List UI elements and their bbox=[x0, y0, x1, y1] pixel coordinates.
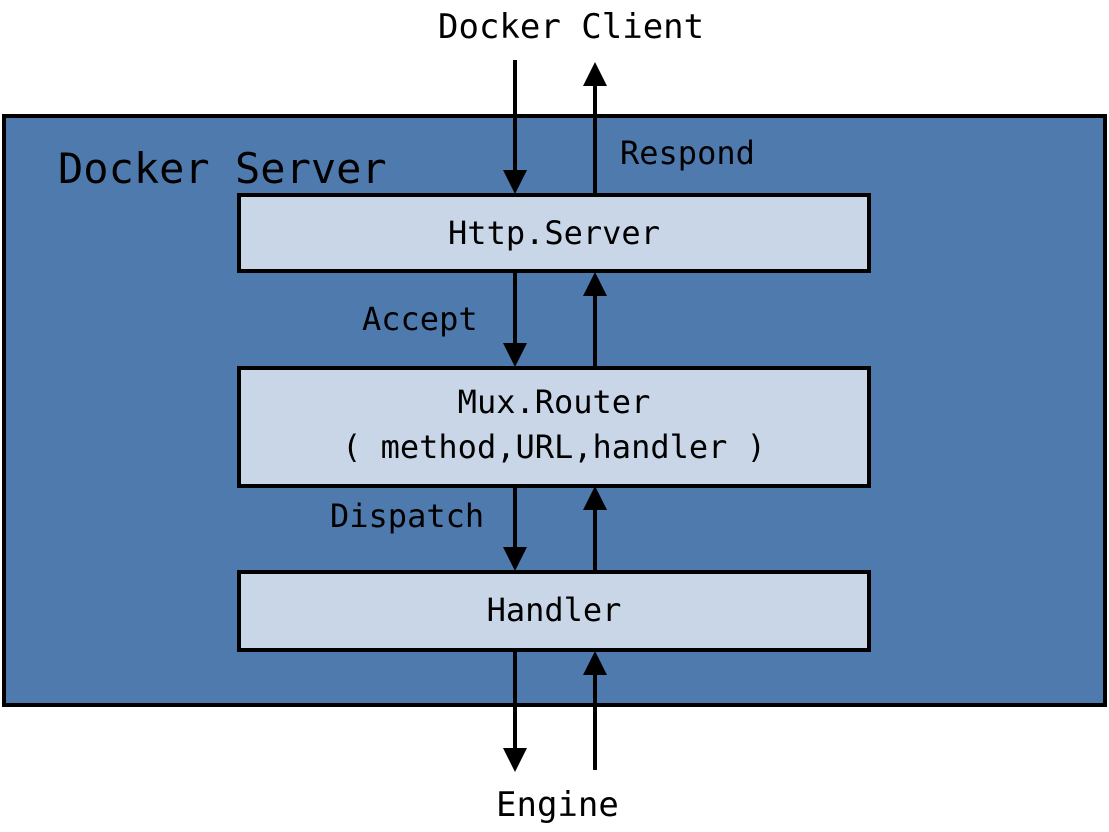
handler-label: Handler bbox=[486, 591, 622, 629]
dispatch-label: Dispatch bbox=[330, 497, 485, 535]
respond-label: Respond bbox=[620, 134, 755, 172]
docker-client-label: Docker Client bbox=[438, 7, 705, 47]
mux-router-sublabel: ( method,URL,handler ) bbox=[342, 428, 766, 466]
mux-router-box bbox=[237, 366, 871, 488]
http-server-box bbox=[237, 193, 871, 273]
docker-server-title: Docker Server bbox=[58, 144, 387, 193]
mux-router-label: Mux.Router bbox=[457, 383, 651, 421]
http-server-label: Http.Server bbox=[448, 214, 660, 252]
handler-box bbox=[237, 570, 871, 652]
engine-label: Engine bbox=[496, 785, 619, 825]
accept-label: Accept bbox=[362, 300, 478, 338]
